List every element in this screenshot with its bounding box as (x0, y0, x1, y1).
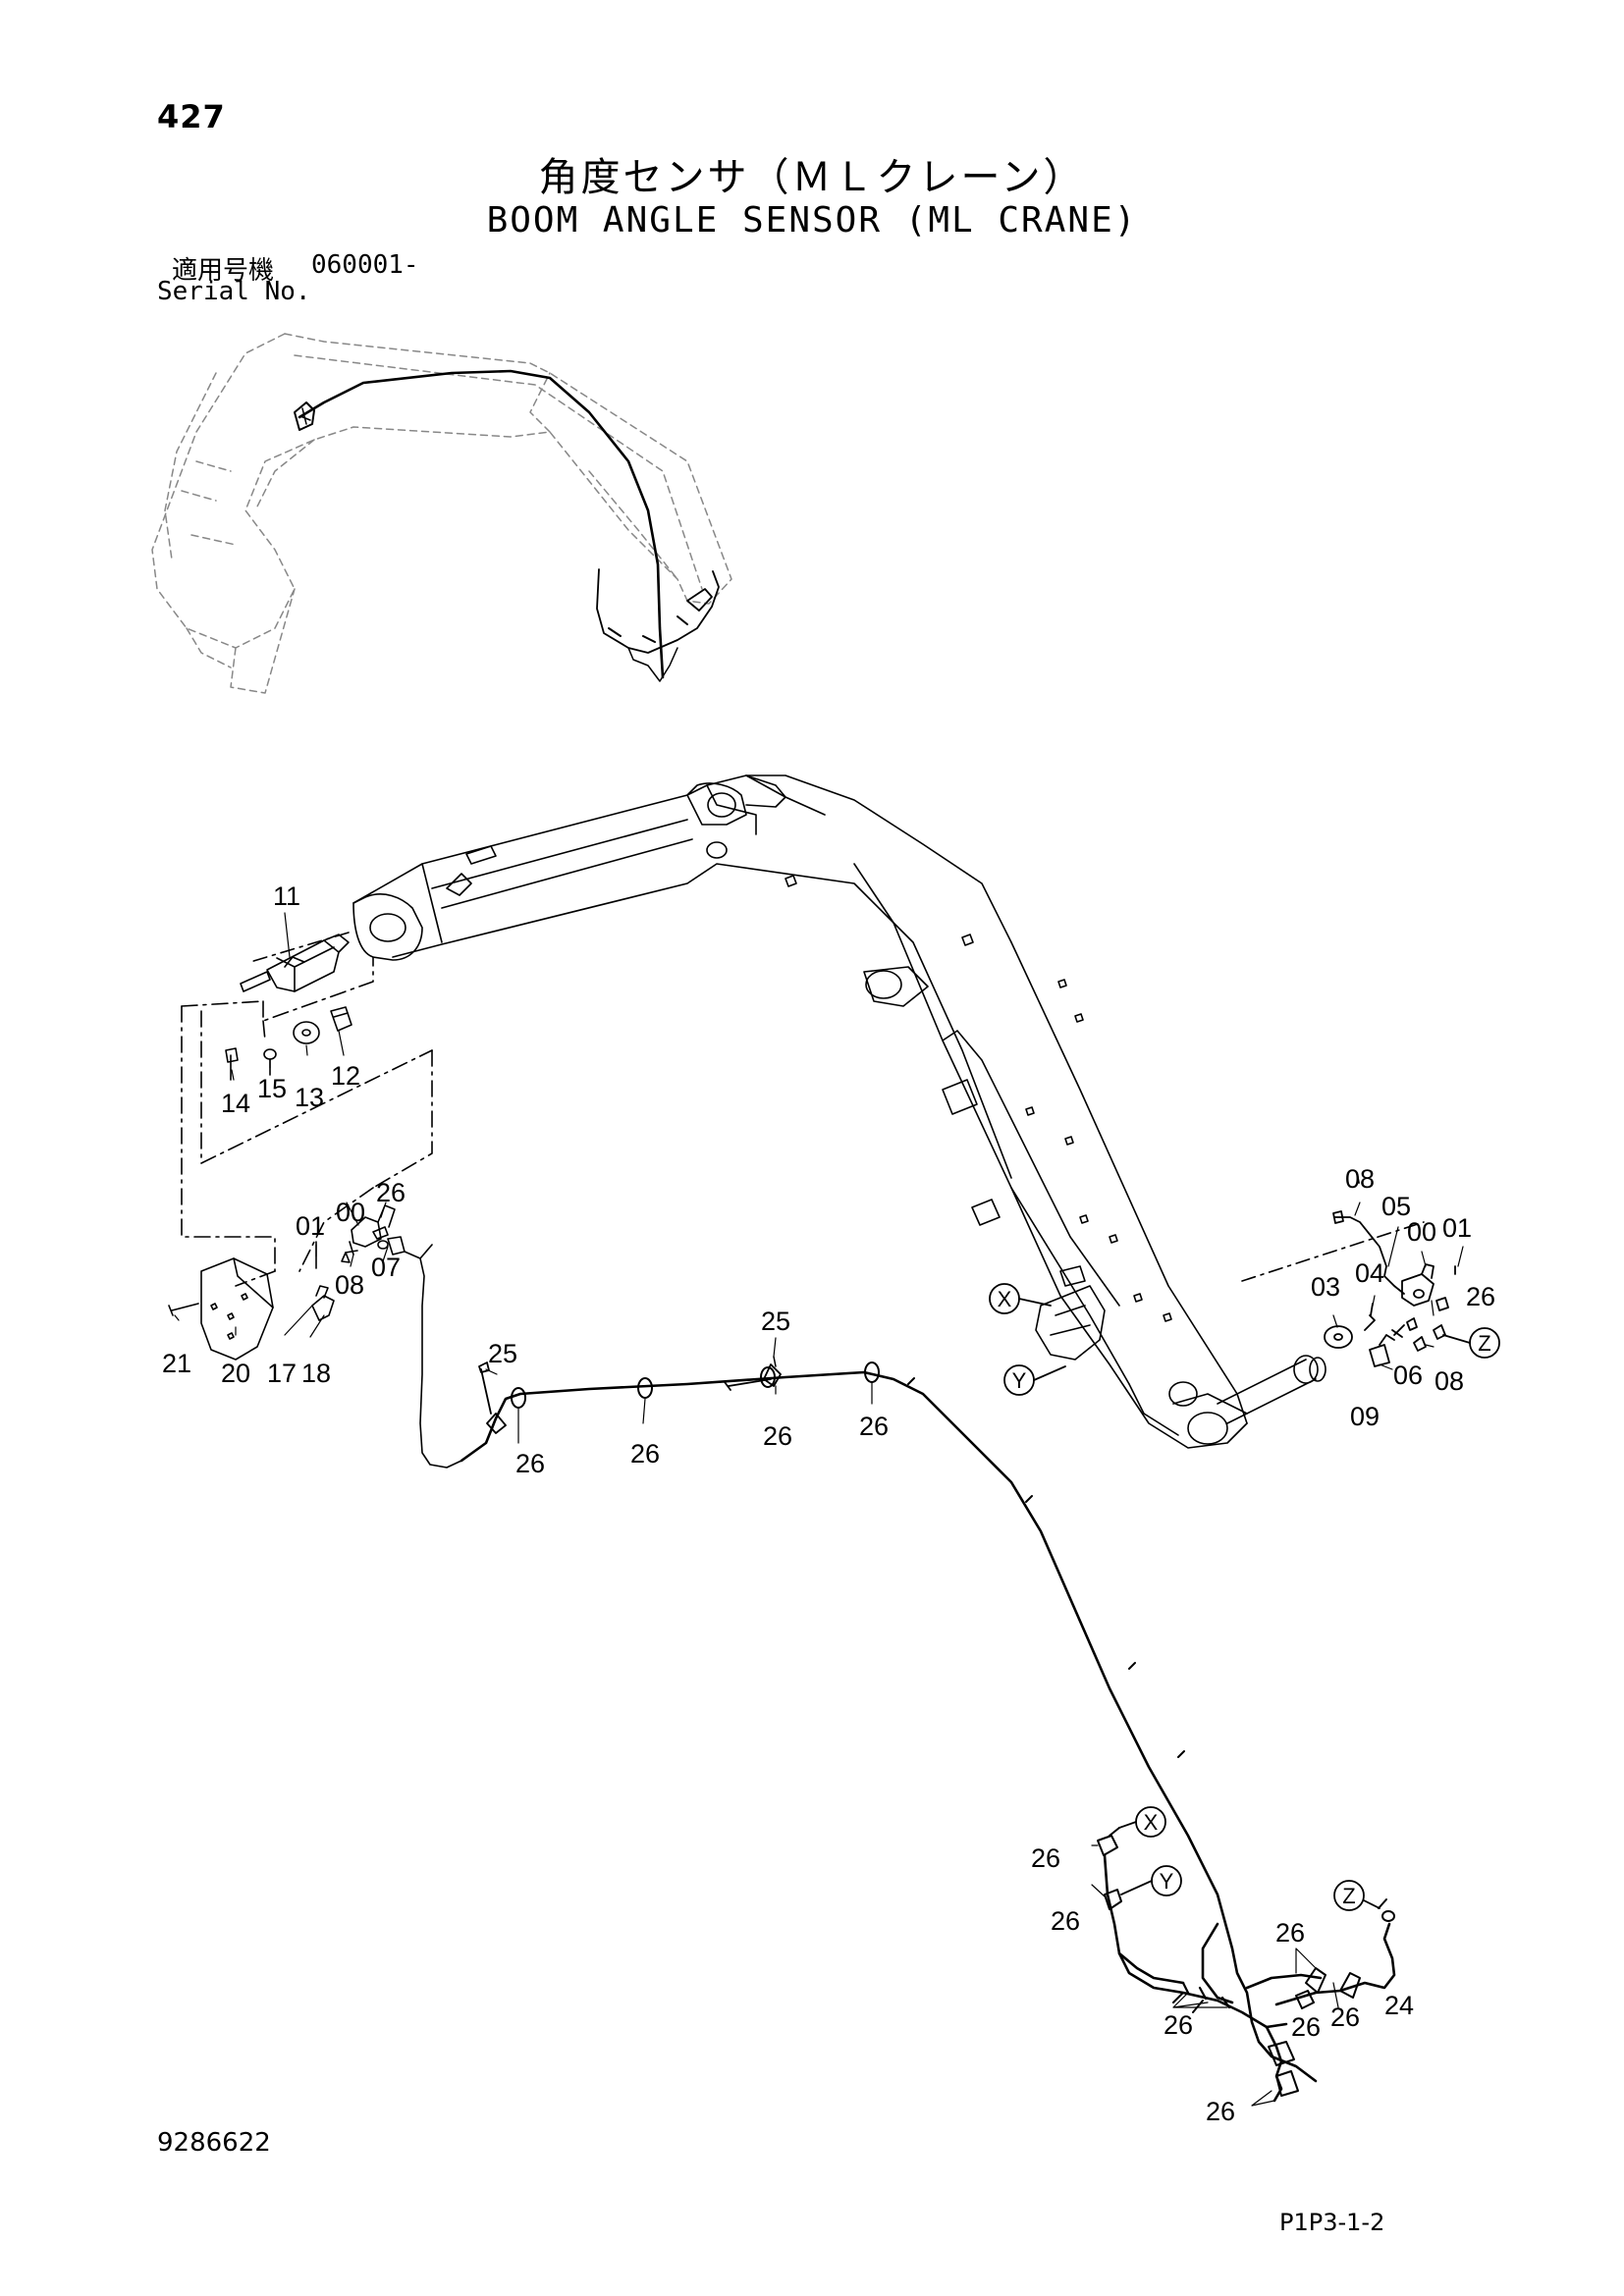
part-label: 25 (488, 1339, 517, 1368)
reference-marker-circles (989, 1283, 1500, 1911)
part-label: 25 (761, 1307, 790, 1336)
part-label: 26 (1031, 1843, 1060, 1873)
marker-z-bottom: Z (1342, 1884, 1355, 1908)
part-label: 05 (1381, 1192, 1411, 1221)
part-label: 09 (1350, 1402, 1380, 1431)
serial-label-english: Serial No. (157, 277, 311, 306)
part-label: 20 (221, 1359, 250, 1388)
part-label: 03 (1311, 1272, 1340, 1302)
part-label: 26 (376, 1178, 406, 1207)
leader-lines (174, 912, 1464, 1444)
part-label: 00 (336, 1198, 365, 1227)
part-label: 21 (162, 1349, 191, 1378)
part-label: 26 (1330, 2002, 1360, 2032)
title-japanese: 角度センサ（ＭＬクレーン） (538, 155, 1086, 200)
part-label: 04 (1355, 1258, 1384, 1288)
part-label: 08 (335, 1270, 364, 1300)
title-english: BOOM ANGLE SENSOR (ML CRANE) (486, 200, 1138, 240)
drawing-number: 9286622 (157, 2128, 271, 2158)
right-sensor-group (1324, 1172, 1456, 1367)
part-label: 24 (1384, 1991, 1414, 2020)
part-label: 26 (1466, 1282, 1495, 1311)
part-label: 06 (1393, 1361, 1423, 1390)
part-label: 26 (763, 1421, 792, 1451)
part-label: 17 (267, 1359, 297, 1388)
harness-main (460, 1356, 1396, 2107)
marker-y-bottom: Y (1160, 1869, 1174, 1894)
part-label: 18 (301, 1359, 331, 1388)
part-label: 11 (273, 881, 300, 911)
part-label: 08 (1345, 1164, 1375, 1194)
marker-z-top: Z (1478, 1331, 1490, 1356)
part-label: 26 (630, 1439, 660, 1468)
part-label: 26 (1206, 2097, 1235, 2126)
overview-arm (151, 333, 732, 694)
marker-y-top: Y (1012, 1368, 1027, 1393)
marker-x-bottom: X (1144, 1810, 1159, 1835)
part-label: 26 (1051, 1906, 1080, 1936)
serial-label-japanese: 適用号機 (172, 256, 275, 286)
part-label: 26 (1275, 1918, 1305, 1948)
part-label: 26 (1291, 2012, 1321, 2042)
part-label: 13 (295, 1083, 324, 1112)
part-label: 08 (1435, 1366, 1464, 1396)
part-label: 01 (296, 1211, 325, 1241)
marker-x-top: X (998, 1287, 1012, 1311)
part-label: 26 (515, 1449, 545, 1478)
part-label: 14 (221, 1089, 250, 1118)
left-bracket-group (168, 934, 462, 1468)
part-label: 15 (257, 1074, 287, 1103)
sheet-code: P1P3-1-2 (1279, 2209, 1385, 2236)
part-label: 00 (1407, 1217, 1436, 1247)
part-label: 26 (1164, 2010, 1193, 2040)
part-label: 07 (371, 1253, 401, 1282)
part-label: 26 (859, 1412, 889, 1441)
page-number: 427 (157, 98, 226, 135)
serial-value: 060001- (311, 250, 419, 280)
part-label: 01 (1442, 1213, 1472, 1243)
part-label: 12 (331, 1061, 360, 1091)
boom-outline (249, 774, 1425, 1449)
